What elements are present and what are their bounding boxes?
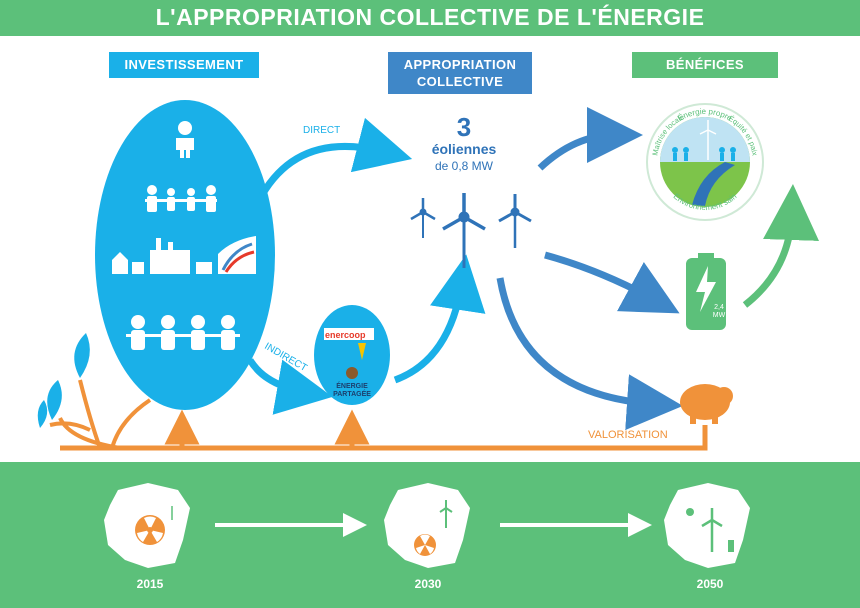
france-map-2030 [384, 483, 470, 568]
svg-text:Équité et paix: Équité et paix [727, 114, 760, 157]
group-icon [126, 315, 240, 350]
svg-text:Environnement sain: Environnement sain [672, 192, 739, 212]
section-investissement: INVESTISSEMENT [109, 52, 259, 78]
wind-label: éoliennes [431, 141, 497, 157]
section-benefices: BÉNÉFICES [632, 52, 778, 78]
ep-line1: ÉNERGIE [336, 383, 368, 390]
france-map-2015 [104, 483, 190, 568]
energie-partagee-logo-icon [346, 367, 358, 379]
label-direct: DIRECT [303, 125, 341, 136]
title-banner [0, 0, 860, 36]
section-appropriation-line1: APPROPRIATION [403, 57, 517, 72]
benefits-ring-text: Énergie propre Maîtrise locale Équité et… [650, 107, 760, 212]
plant-roots [49, 379, 152, 450]
enercoop-logo-bg [324, 328, 374, 340]
wind-power: de 0,8 MW [434, 159, 494, 173]
wind-count: 3 [456, 112, 472, 142]
svg-text:Maîtrise locale: Maîtrise locale [650, 112, 685, 156]
wind-turbines-icon [410, 193, 532, 268]
year-2015: 2015 [136, 577, 164, 591]
label-valorisation: VALORISATION [588, 429, 668, 441]
section-appropriation: APPROPRIATION COLLECTIVE [388, 52, 532, 94]
page-title: L'APPROPRIATION COLLECTIVE DE L'ÉNERGIE [155, 4, 705, 30]
battery-value: 2,4 [714, 304, 724, 311]
arrow-to-battery [544, 251, 680, 314]
arrow-indirect [246, 358, 333, 415]
ep-line2: PARTAGÉE [333, 391, 371, 398]
france-map-2050 [664, 483, 750, 568]
arrow-to-turbines [393, 254, 486, 384]
enercoop-logo-mark [358, 343, 366, 360]
year-2050: 2050 [696, 577, 724, 591]
svg-text:Énergie propre: Énergie propre [676, 107, 734, 123]
valorisation-line [60, 425, 708, 451]
person-icon [176, 121, 194, 158]
arrow-to-benefits [537, 107, 643, 171]
arrow-battery-to-benefits [742, 184, 820, 308]
arrow-to-piggybank [496, 277, 683, 431]
ring-equite-paix: Équité et paix [727, 114, 760, 157]
benefits-badge [646, 103, 764, 221]
ring-environnement-sain: Environnement sain [672, 192, 739, 212]
ring-energie-propre: Énergie propre [676, 107, 734, 123]
family-icon [145, 185, 217, 212]
leaves-icon [37, 333, 173, 428]
ring-maitrise-locale: Maîtrise locale [650, 112, 685, 156]
section-appropriation-line2: COLLECTIVE [416, 74, 504, 89]
arrow-direct [258, 117, 413, 197]
year-2030: 2030 [414, 577, 442, 591]
energie-partagee-logo: ÉNERGIE PARTAGÉE [329, 383, 375, 399]
battery-unit: MW [712, 312, 726, 319]
battery-label: 2,4 MW [704, 304, 734, 320]
town-factory-icon [112, 236, 256, 274]
piggybank-icon [680, 380, 733, 424]
enercoop-logo: enercoop [325, 330, 366, 340]
lightning-icon [696, 266, 716, 312]
